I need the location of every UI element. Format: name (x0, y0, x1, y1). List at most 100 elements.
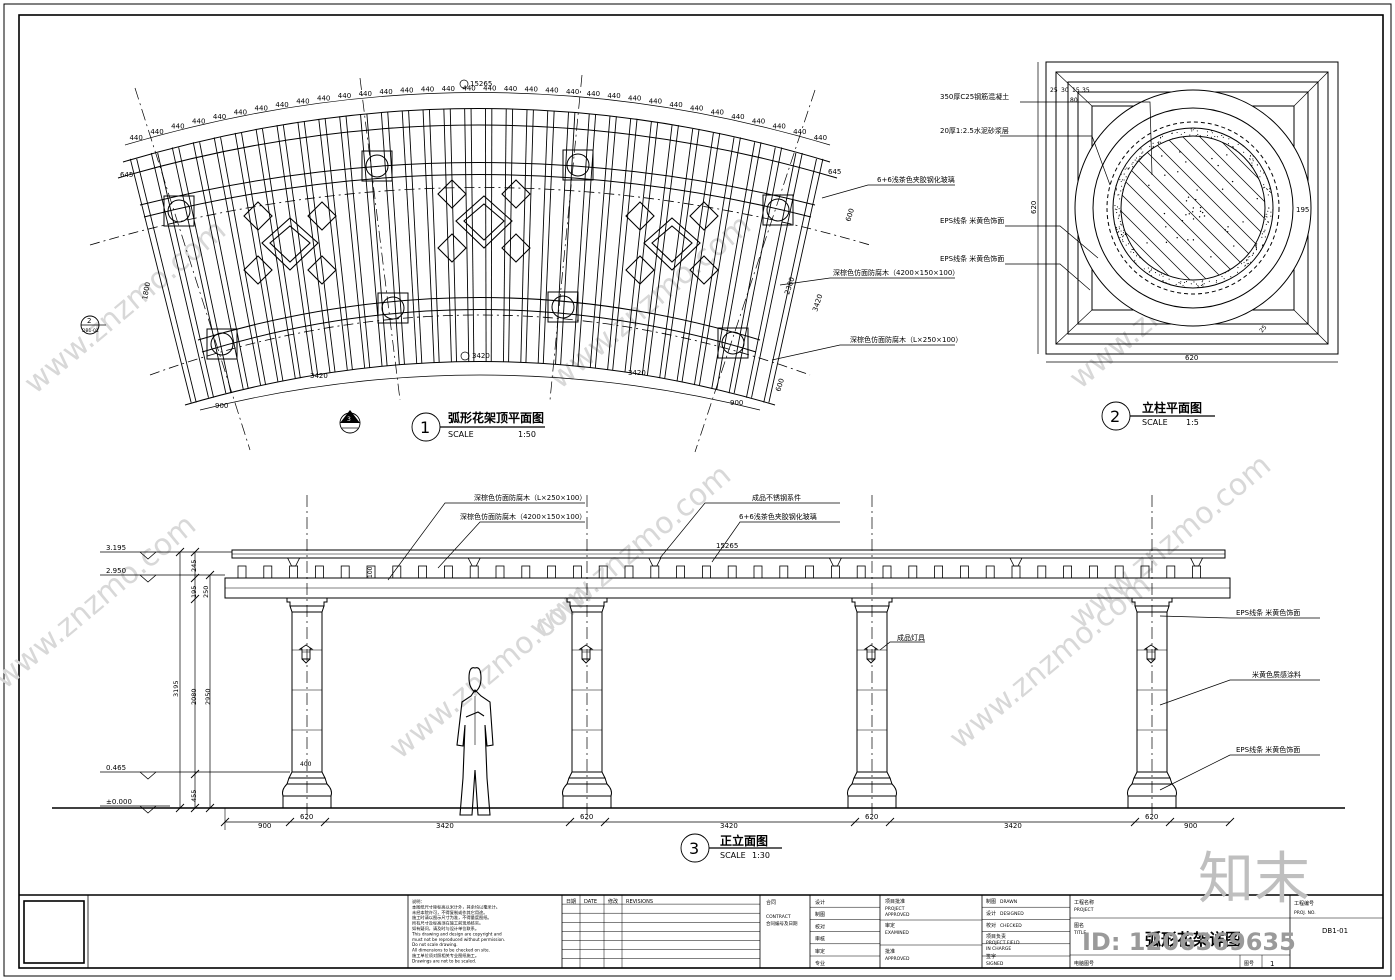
title-notes: 说明：本图纸尺寸除标高以米计外，其余均以毫米计。未经本院许可，不得复制或作其它用… (411, 898, 505, 963)
elev-vdim: 195 (190, 586, 198, 598)
plan-scale-value: 1:50 (518, 430, 536, 439)
plan-rafter (607, 118, 638, 371)
tb-seal-text: 合同编号及日期 (766, 920, 798, 927)
column-dim-thick: 25 (1258, 324, 1268, 334)
tb-sign-label: 专业 (815, 960, 825, 967)
elev-leaders (387, 502, 1320, 791)
tb-seal-label: 合同 (766, 899, 776, 906)
tb-designed: 设计 (986, 910, 996, 917)
title-note-line: 所有尺寸及标高须在施工前现场核实。 (412, 920, 483, 927)
plan-span-dim: 3420 (310, 372, 328, 380)
rev-col-date-cn: 日期 (566, 899, 576, 905)
plan-title-text: 弧形花架顶平面图 (448, 410, 544, 425)
plan-rafter (150, 152, 215, 398)
column-dim-inner: 195 (1296, 206, 1309, 214)
elev-rafter-end (856, 565, 866, 579)
wall-lamp-icon (578, 644, 594, 664)
elev-hdim: 3420 (436, 822, 454, 830)
tb-approval: APPROVED (885, 956, 910, 962)
plan-span-dim: 3420 (628, 369, 646, 377)
tb-sheet-no: 1 (1270, 960, 1274, 968)
plan-label-beam1: 深棕色仿面防腐木（4200×150×100） (833, 268, 959, 277)
tb-project: 工程名称 (1074, 899, 1094, 906)
plan-axis-line (549, 74, 583, 401)
plan-segment-dim: 440 (607, 92, 620, 100)
plan-span-dim: 3420 (472, 352, 490, 360)
tb-proj-no: 工程编号 (1294, 900, 1314, 907)
column-corner-line (1055, 309, 1093, 345)
tb-sign-label: 审核 (815, 936, 825, 943)
elev-rafter-ends (237, 557, 1204, 579)
plan-dim-arc (199, 374, 761, 411)
wall-lamp-icon (298, 644, 314, 664)
plan-segment-dim: 440 (649, 98, 662, 106)
tb-approved: PROJECT (885, 906, 905, 912)
column-leader (1005, 263, 1091, 291)
elev-top-length: 15265 (716, 542, 738, 550)
column-circle-eps (1092, 107, 1294, 309)
elev-label-eps2: EPS线条 米黄色饰面 (1236, 745, 1300, 754)
plan-glass-diamonds (243, 179, 719, 285)
elev-rafter-end (828, 557, 843, 579)
plan-section-marker: 2 DB1-01 (80, 315, 106, 335)
elev-column (562, 597, 612, 809)
title-note-line: 施工时请以图示尺寸为准，不得量度图纸。 (412, 914, 492, 921)
plan-rafter (484, 108, 493, 362)
plan-rafter (659, 128, 700, 379)
tb-title-label: TITLE (1073, 930, 1086, 936)
elev-level: ±0.000 (106, 798, 132, 806)
elev-rafter-end (263, 565, 273, 579)
elev-column (282, 597, 332, 809)
plan-rafter (676, 132, 721, 382)
elev-vdim: 245 (190, 560, 198, 572)
plan-scale-label: SCALE (448, 430, 474, 439)
title-note-line: 本图纸尺寸除标高以米计外，其余均以毫米计。 (412, 903, 500, 910)
plan-segment-dim: 440 (545, 87, 558, 95)
elev-vdim: 2080 (190, 688, 198, 705)
elev-label-eps1: EPS线条 米黄色饰面 (1236, 608, 1300, 617)
plan-rafter (255, 128, 301, 379)
elev-label-glass: 6+6浅茶色夹胶钢化玻璃 (739, 512, 817, 521)
plan-dim-arc-outer (124, 92, 831, 146)
brand-watermark-cn: 知末 (1198, 847, 1310, 912)
plan-axis-line (694, 89, 816, 453)
plan-segment-dim: 440 (338, 92, 351, 100)
title-note-line: Do not scale drawing. (412, 942, 458, 947)
plan-segment-dim: 440 (504, 85, 517, 93)
column-dim-d1: 25 (1050, 87, 1058, 94)
elev-rafter-end (960, 565, 969, 579)
plan-segment-dim: 440 (587, 90, 600, 98)
plan-width-dim: 3420 (811, 293, 824, 312)
elev-rafter-end (648, 557, 662, 579)
plan-column-cap (562, 149, 594, 181)
column-dim-width: 620 (1185, 354, 1198, 362)
plan-rafter (192, 142, 249, 390)
column-circle-mortar (1112, 127, 1274, 289)
plan-segment-dim: 440 (421, 86, 434, 94)
watermark-text: www.znzmo.com (1063, 448, 1278, 637)
plan-view-marker: 3 (339, 410, 361, 434)
tb-sheet-label: 图号 (1244, 961, 1254, 967)
elev-beam-dim: 100 (367, 566, 374, 578)
plan-side-dim: 900 (730, 399, 743, 407)
elev-dim-400: 400 (300, 761, 312, 768)
elev-level: 3.195 (106, 544, 126, 552)
column-dim-d4: 35 (1082, 87, 1090, 94)
plan-segment-dim: 440 (255, 105, 268, 113)
plan-rafter (520, 109, 534, 363)
elev-hdim: 3420 (1004, 822, 1022, 830)
tb-pic: 项目负责 (986, 933, 1006, 940)
elev-rafter-end (805, 565, 814, 579)
elev-rafter-end (314, 565, 324, 579)
elev-rafter-end (495, 565, 505, 579)
wall-lamp-icon (1143, 644, 1159, 664)
column-dim-height: 620 (1030, 201, 1038, 214)
tb-project: PROJECT (1074, 907, 1094, 913)
elev-title-text: 正立面图 (720, 833, 768, 848)
plan-inner-arc (184, 361, 776, 406)
elev-level: 0.465 (106, 764, 126, 772)
title-block: 说明：本图纸尺寸除标高以米计外，其余均以毫米计。未经本院许可，不得复制或作其它用… (19, 894, 1383, 968)
tb-signed: SIGNED (986, 961, 1004, 967)
plan-section-number: 2 (87, 317, 91, 325)
column-leader (1020, 101, 1153, 176)
